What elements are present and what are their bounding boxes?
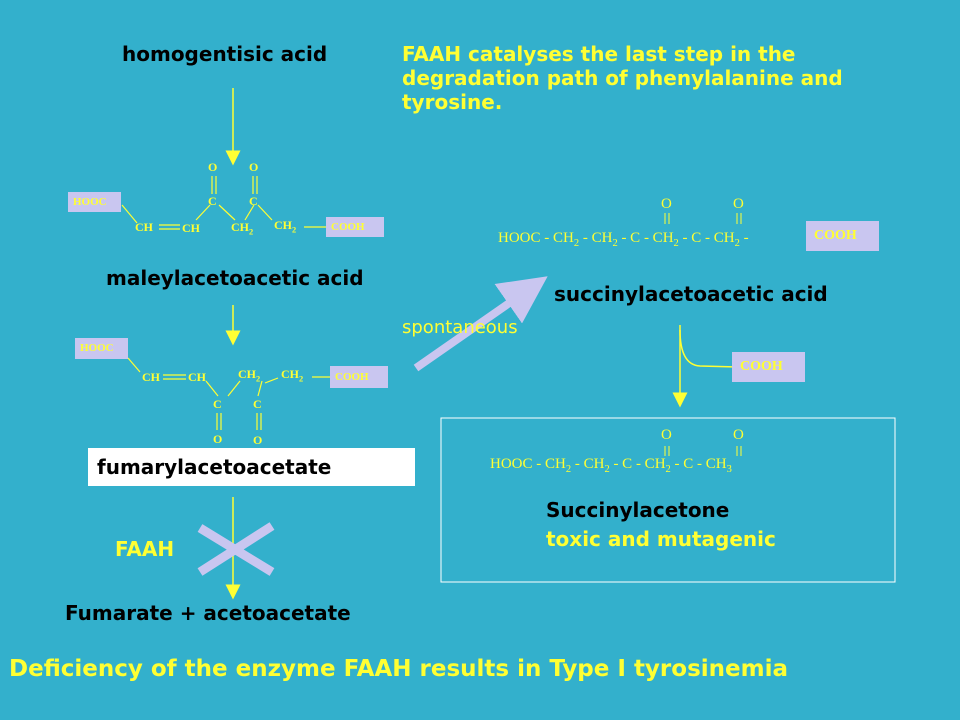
label-succinylacetoacetic-acid: succinylacetoacetic acid bbox=[554, 282, 828, 306]
fumaryl-c-2: C bbox=[253, 397, 262, 411]
saa-cooh-box: COOH bbox=[806, 221, 879, 251]
sa-o-1: O bbox=[661, 427, 672, 443]
maleyl-cooh-box: COOH bbox=[326, 217, 384, 237]
fumaryl-ch2-1: CH2 bbox=[238, 367, 261, 384]
fumaryl-o-2: O bbox=[253, 433, 263, 447]
label-fumarylacetoacetate: fumarylacetoacetate bbox=[88, 448, 415, 486]
label-faah: FAAH bbox=[115, 537, 175, 561]
fumaryl-cooh-box: COOH bbox=[330, 366, 388, 388]
cooh-release-curve bbox=[679, 329, 739, 368]
fumaryl-c-1: C bbox=[213, 397, 222, 411]
fumaryl-hooc-box: HOOC bbox=[75, 338, 128, 359]
succinylacetone-box bbox=[440, 417, 896, 583]
fumaryl-ch2-2: CH2 bbox=[281, 367, 304, 384]
label-maleylacetoacetic-acid: maleylacetoacetic acid bbox=[106, 266, 364, 290]
label-homogentisic-acid: homogentisic acid bbox=[122, 42, 328, 66]
footer-text: Deficiency of the enzyme FAAH results in… bbox=[9, 656, 788, 682]
block-cross-b bbox=[197, 522, 275, 576]
info-line-1: FAAH catalyses the last step in the bbox=[402, 42, 796, 66]
maleyl-c-2: C bbox=[249, 194, 258, 208]
maleyl-o-2: O bbox=[249, 160, 259, 174]
sa-formula: HOOC - CH2 - CH2 - C - CH2 - C - CH3 bbox=[490, 456, 732, 475]
maleyl-c-1: C bbox=[208, 194, 217, 208]
maleyl-ch2-2: CH2 bbox=[274, 218, 297, 235]
label-spontaneous: spontaneous bbox=[402, 317, 518, 338]
label-succinylacetone: Succinylacetone bbox=[546, 498, 730, 522]
label-toxic-mutagenic: toxic and mutagenic bbox=[546, 527, 776, 551]
sa-o-2: O bbox=[733, 427, 744, 443]
fumaryl-ch-1: CH bbox=[142, 370, 160, 384]
maleyl-hooc-box: HOOC bbox=[68, 192, 121, 212]
info-text: FAAH catalyses the last step in the degr… bbox=[402, 42, 942, 114]
released-cooh-box: COOH bbox=[732, 352, 805, 382]
saa-o-1: O bbox=[661, 196, 672, 212]
maleyl-o-1: O bbox=[208, 160, 218, 174]
info-line-2: degradation path of phenylalanine and bbox=[402, 66, 843, 90]
maleyl-ch-1: CH bbox=[135, 220, 153, 234]
maleyl-ch-2: CH bbox=[182, 221, 200, 235]
label-products: Fumarate + acetoacetate bbox=[65, 601, 351, 625]
saa-o-2: O bbox=[733, 196, 744, 212]
fumaryl-ch-2: CH bbox=[188, 370, 206, 384]
saa-formula: HOOC - CH2 - CH2 - C - CH2 - C - CH2 - bbox=[498, 230, 749, 249]
fumaryl-o-1: O bbox=[213, 432, 223, 446]
info-line-3: tyrosine. bbox=[402, 90, 503, 114]
maleyl-ch2-1: CH2 bbox=[231, 220, 254, 237]
arrow-spontaneous bbox=[413, 276, 548, 372]
